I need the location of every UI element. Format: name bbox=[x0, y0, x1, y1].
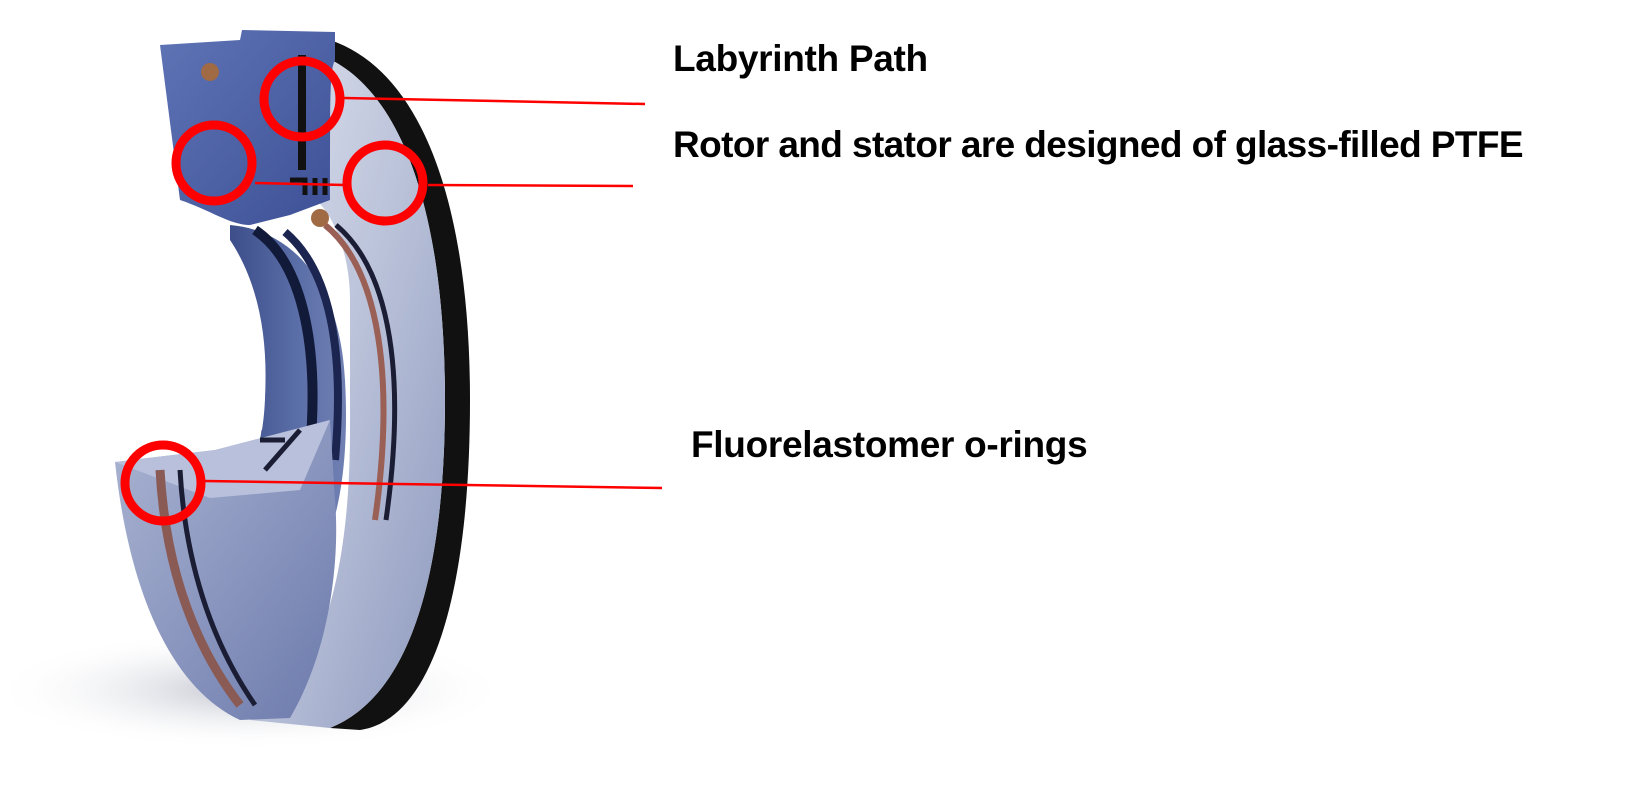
marker-stator bbox=[171, 120, 257, 206]
callout-rotor-stator-material: Rotor and stator are designed of glass-f… bbox=[673, 124, 1524, 165]
callout-o-rings: Fluorelastomer o-rings bbox=[691, 424, 1088, 465]
outer-rim bbox=[320, 40, 470, 730]
o-ring-bore bbox=[323, 222, 387, 521]
lower-section bbox=[115, 420, 337, 720]
leader-line-material-a bbox=[254, 181, 346, 187]
leader-line-material-b bbox=[427, 183, 634, 188]
lower-groove bbox=[177, 469, 258, 707]
leader-line-labyrinth bbox=[343, 96, 646, 106]
groove bbox=[252, 225, 318, 451]
lower-o-ring bbox=[155, 469, 244, 708]
marker-labyrinth bbox=[259, 56, 345, 142]
o-ring-groove bbox=[334, 223, 398, 521]
marker-o-ring bbox=[120, 440, 206, 526]
callout-labyrinth-path: Labyrinth Path bbox=[673, 38, 928, 79]
upper-cut-section bbox=[160, 30, 335, 225]
marker-rotor bbox=[342, 140, 428, 226]
leader-line-o-rings bbox=[204, 479, 663, 490]
bore-opening bbox=[205, 240, 266, 430]
lower-labyrinth bbox=[260, 428, 302, 472]
o-ring-mid bbox=[311, 209, 329, 227]
o-ring-top bbox=[201, 63, 219, 81]
groove bbox=[282, 228, 342, 461]
labyrinth-channel bbox=[290, 177, 328, 195]
